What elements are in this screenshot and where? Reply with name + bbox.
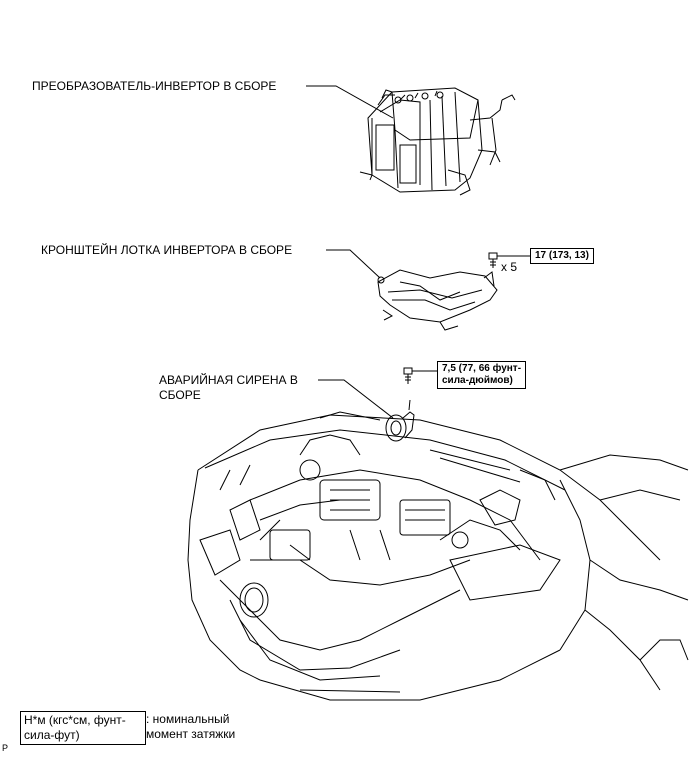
bracket-torque-value: 17 (173, 13) [535,250,589,261]
vehicle-front [187,411,689,701]
inverter-label: ПРЕОБРАЗОВАТЕЛЬ-ИНВЕРТОР В СБОРЕ [32,79,277,93]
siren-bolt-icon [403,367,437,384]
legend-desc-line1: : номинальный [146,712,230,726]
bracket-assembly [377,269,498,331]
bracket-torque-box: 17 (173, 13) [530,248,594,264]
siren-assembly [385,399,415,442]
legend-description: : номинальный момент затяжки [146,712,235,742]
siren-torque-line2: сила-дюймов) [442,375,513,386]
legend-unit-line2: сила-фут) [24,728,80,742]
bracket-bolt-icon [488,252,530,268]
inverter-leader [306,85,394,119]
corner-mark: P [2,743,9,753]
legend-unit-box: Н*м (кгс*см, фунт- сила-фут) [20,711,146,745]
siren-leader [318,379,394,419]
inverter-assembly [359,87,516,196]
siren-torque-line1: 7,5 (77, 66 фунт- [442,363,522,374]
bracket-label: КРОНШТЕЙН ЛОТКА ИНВЕРТОРА В СБОРЕ [41,243,293,257]
legend-unit-line1: Н*м (кгс*см, фунт- [24,713,126,727]
bracket-bolt-count: x 5 [501,260,518,274]
legend-desc-line2: момент затяжки [146,727,236,741]
siren-label-line1: АВАРИЙНАЯ СИРЕНА В [159,373,298,387]
siren-label-line2: СБОРЕ [159,388,201,402]
siren-torque-box: 7,5 (77, 66 фунт- сила-дюймов) [437,361,527,389]
bracket-leader [326,249,381,279]
